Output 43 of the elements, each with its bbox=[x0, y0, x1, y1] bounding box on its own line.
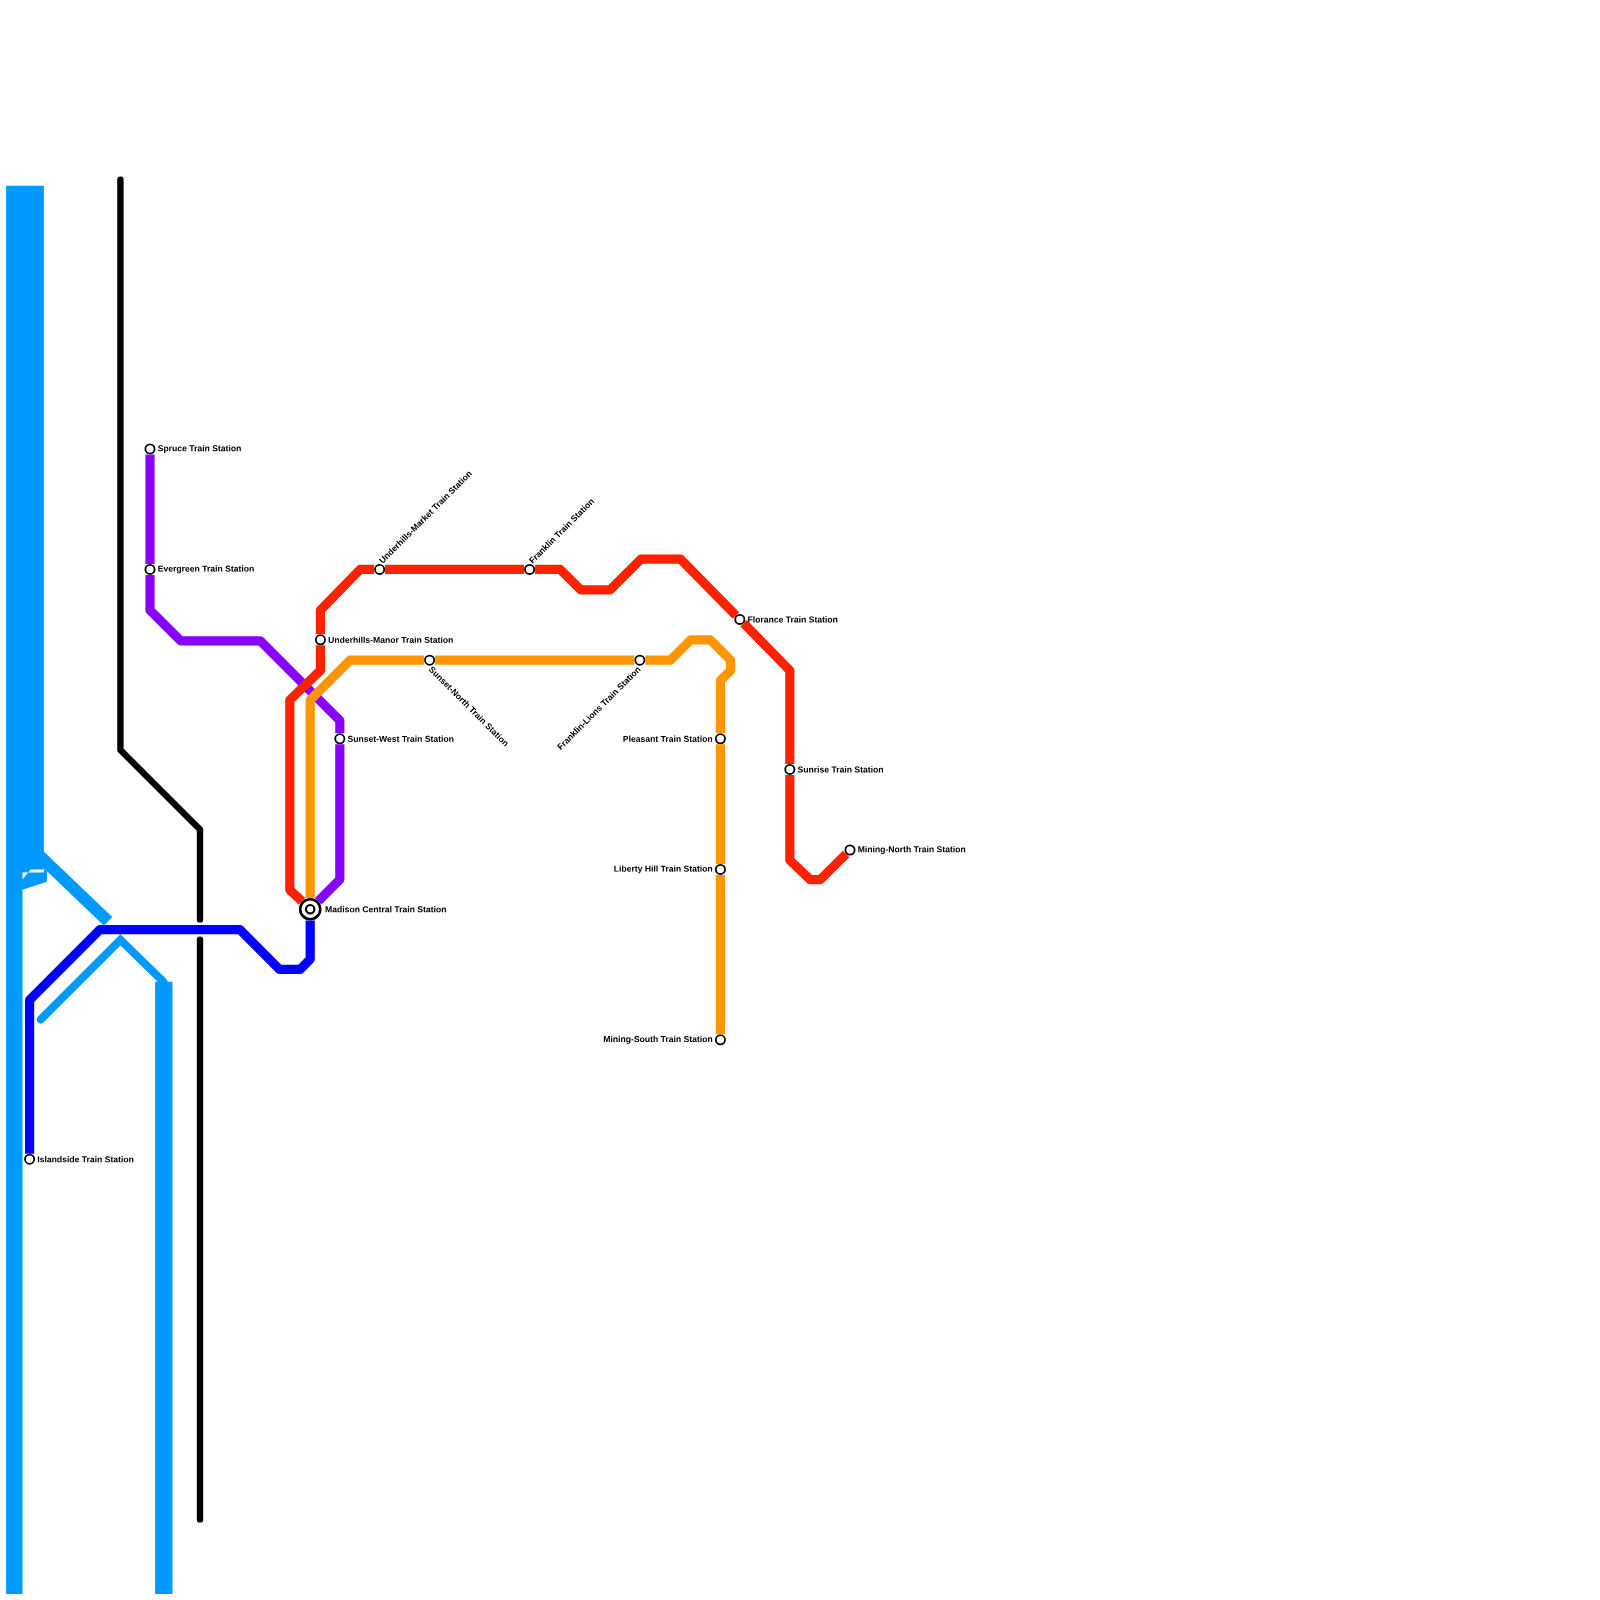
rail-line bbox=[785, 774, 850, 885]
station-name: Madison Central Train Station bbox=[325, 906, 446, 913]
station-name: Spruce Train Station bbox=[158, 444, 241, 453]
station-marker bbox=[374, 563, 386, 575]
station-name: Pleasant Train Station bbox=[623, 735, 713, 742]
rail-line bbox=[25, 920, 315, 1154]
station-name: Islandside Train Station bbox=[37, 1156, 134, 1163]
station-marker bbox=[784, 763, 796, 775]
rail-line bbox=[305, 655, 425, 898]
station-marker bbox=[144, 443, 156, 455]
rail-line bbox=[535, 554, 740, 619]
station-marker bbox=[424, 654, 436, 666]
rail-line bbox=[145, 454, 155, 564]
station-marker bbox=[524, 563, 536, 575]
rail-line bbox=[435, 655, 635, 665]
station-name: Mining-South Train Station bbox=[603, 1035, 713, 1044]
rail-line bbox=[740, 620, 795, 764]
station-marker bbox=[634, 654, 646, 666]
rail-line bbox=[715, 744, 725, 864]
rail-line bbox=[314, 744, 345, 905]
station-name: Liberty Hill Train Station bbox=[614, 865, 713, 874]
station-name: Florance Train Station bbox=[748, 616, 838, 623]
station-marker bbox=[334, 733, 346, 745]
station-marker bbox=[714, 863, 726, 875]
station-marker bbox=[734, 613, 746, 625]
rail-line bbox=[145, 574, 345, 734]
station-marker bbox=[24, 1153, 36, 1165]
station-name: Evergreen Train Station bbox=[158, 565, 254, 574]
station-marker bbox=[144, 563, 156, 575]
rail-line bbox=[285, 645, 326, 905]
rail-line bbox=[315, 564, 375, 635]
rail-line bbox=[385, 564, 525, 574]
station-marker bbox=[314, 634, 326, 646]
rail-line bbox=[645, 635, 736, 734]
interchange-marker bbox=[298, 897, 322, 921]
station-name: Sunset-West Train Station bbox=[347, 735, 454, 742]
station-marker bbox=[844, 844, 856, 856]
station-name: Sunrise Train Station bbox=[797, 766, 883, 773]
rail-line bbox=[715, 874, 725, 1035]
station-marker bbox=[714, 733, 726, 745]
station-name: Mining-North Train Station bbox=[858, 845, 966, 855]
station-marker bbox=[714, 1034, 726, 1046]
station-name: Underhills-Manor Train Station bbox=[328, 636, 453, 643]
